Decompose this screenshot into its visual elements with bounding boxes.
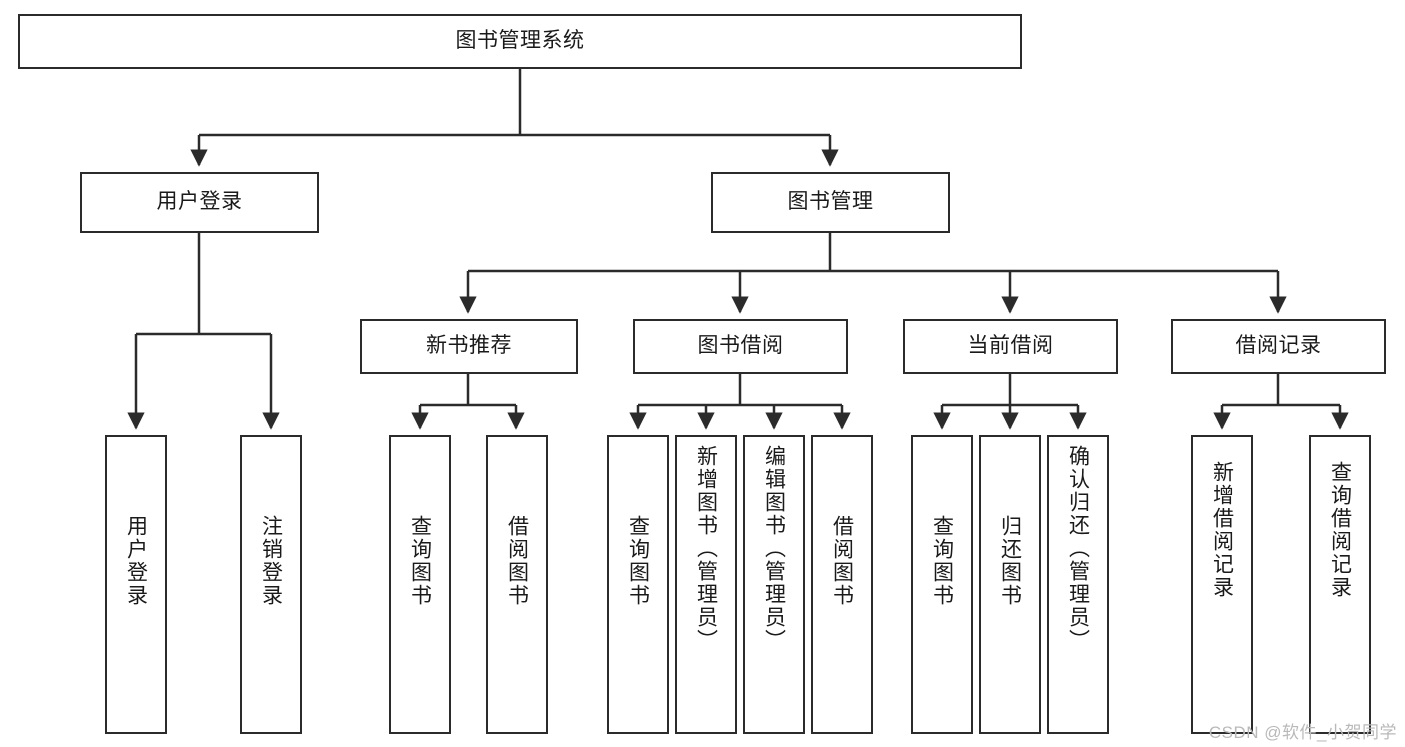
node-leaf-borrow-book-2-label: 借阅图书 xyxy=(830,515,854,607)
node-leaf-user-login[interactable]: 用户登录 xyxy=(105,435,167,734)
node-new-book-recommend-label: 新书推荐 xyxy=(426,334,512,358)
node-root-label: 图书管理系统 xyxy=(455,29,585,53)
node-leaf-return-book[interactable]: 归还图书 xyxy=(979,435,1041,734)
node-borrow-record[interactable]: 借阅记录 xyxy=(1171,319,1386,374)
node-current-borrow-label: 当前借阅 xyxy=(967,334,1054,358)
node-borrow-record-label: 借阅记录 xyxy=(1235,334,1322,358)
node-leaf-query-book-1[interactable]: 查询图书 xyxy=(389,435,451,734)
node-leaf-edit-book[interactable]: 编辑图书（管理员） xyxy=(743,435,805,734)
watermark-text: CSDN @软件_小贺同学 xyxy=(1208,723,1397,742)
node-leaf-query-book-2-label: 查询图书 xyxy=(626,515,650,607)
node-leaf-query-book-2[interactable]: 查询图书 xyxy=(607,435,669,734)
node-leaf-add-record[interactable]: 新增借阅记录 xyxy=(1191,435,1253,734)
node-leaf-add-book-label: 新增图书（管理员） xyxy=(694,445,718,652)
node-root[interactable]: 图书管理系统 xyxy=(18,14,1022,69)
node-current-borrow[interactable]: 当前借阅 xyxy=(903,319,1118,374)
node-leaf-query-book-3-label: 查询图书 xyxy=(930,515,954,607)
node-book-borrow-label: 图书借阅 xyxy=(697,334,784,358)
node-leaf-borrow-book-1-label: 借阅图书 xyxy=(505,515,529,607)
node-book-borrow[interactable]: 图书借阅 xyxy=(633,319,848,374)
node-leaf-query-record[interactable]: 查询借阅记录 xyxy=(1309,435,1371,734)
node-book-management[interactable]: 图书管理 xyxy=(711,172,950,233)
node-leaf-add-book[interactable]: 新增图书（管理员） xyxy=(675,435,737,734)
node-leaf-confirm-return-label: 确认归还（管理员） xyxy=(1066,445,1090,652)
node-leaf-user-logout-label: 注销登录 xyxy=(259,515,283,607)
node-leaf-confirm-return[interactable]: 确认归还（管理员） xyxy=(1047,435,1109,734)
node-leaf-query-book-3[interactable]: 查询图书 xyxy=(911,435,973,734)
node-leaf-borrow-book-1[interactable]: 借阅图书 xyxy=(486,435,548,734)
node-leaf-add-record-label: 新增借阅记录 xyxy=(1210,461,1234,599)
node-user-login[interactable]: 用户登录 xyxy=(80,172,319,233)
node-leaf-query-book-1-label: 查询图书 xyxy=(408,515,432,607)
node-leaf-user-logout[interactable]: 注销登录 xyxy=(240,435,302,734)
node-leaf-user-login-label: 用户登录 xyxy=(124,515,148,607)
node-leaf-edit-book-label: 编辑图书（管理员） xyxy=(762,445,786,652)
node-book-management-label: 图书管理 xyxy=(787,190,874,214)
node-leaf-query-record-label: 查询借阅记录 xyxy=(1328,461,1352,599)
node-new-book-recommend[interactable]: 新书推荐 xyxy=(360,319,578,374)
node-leaf-borrow-book-2[interactable]: 借阅图书 xyxy=(811,435,873,734)
node-user-login-label: 用户登录 xyxy=(156,190,243,214)
node-leaf-return-book-label: 归还图书 xyxy=(998,515,1022,607)
